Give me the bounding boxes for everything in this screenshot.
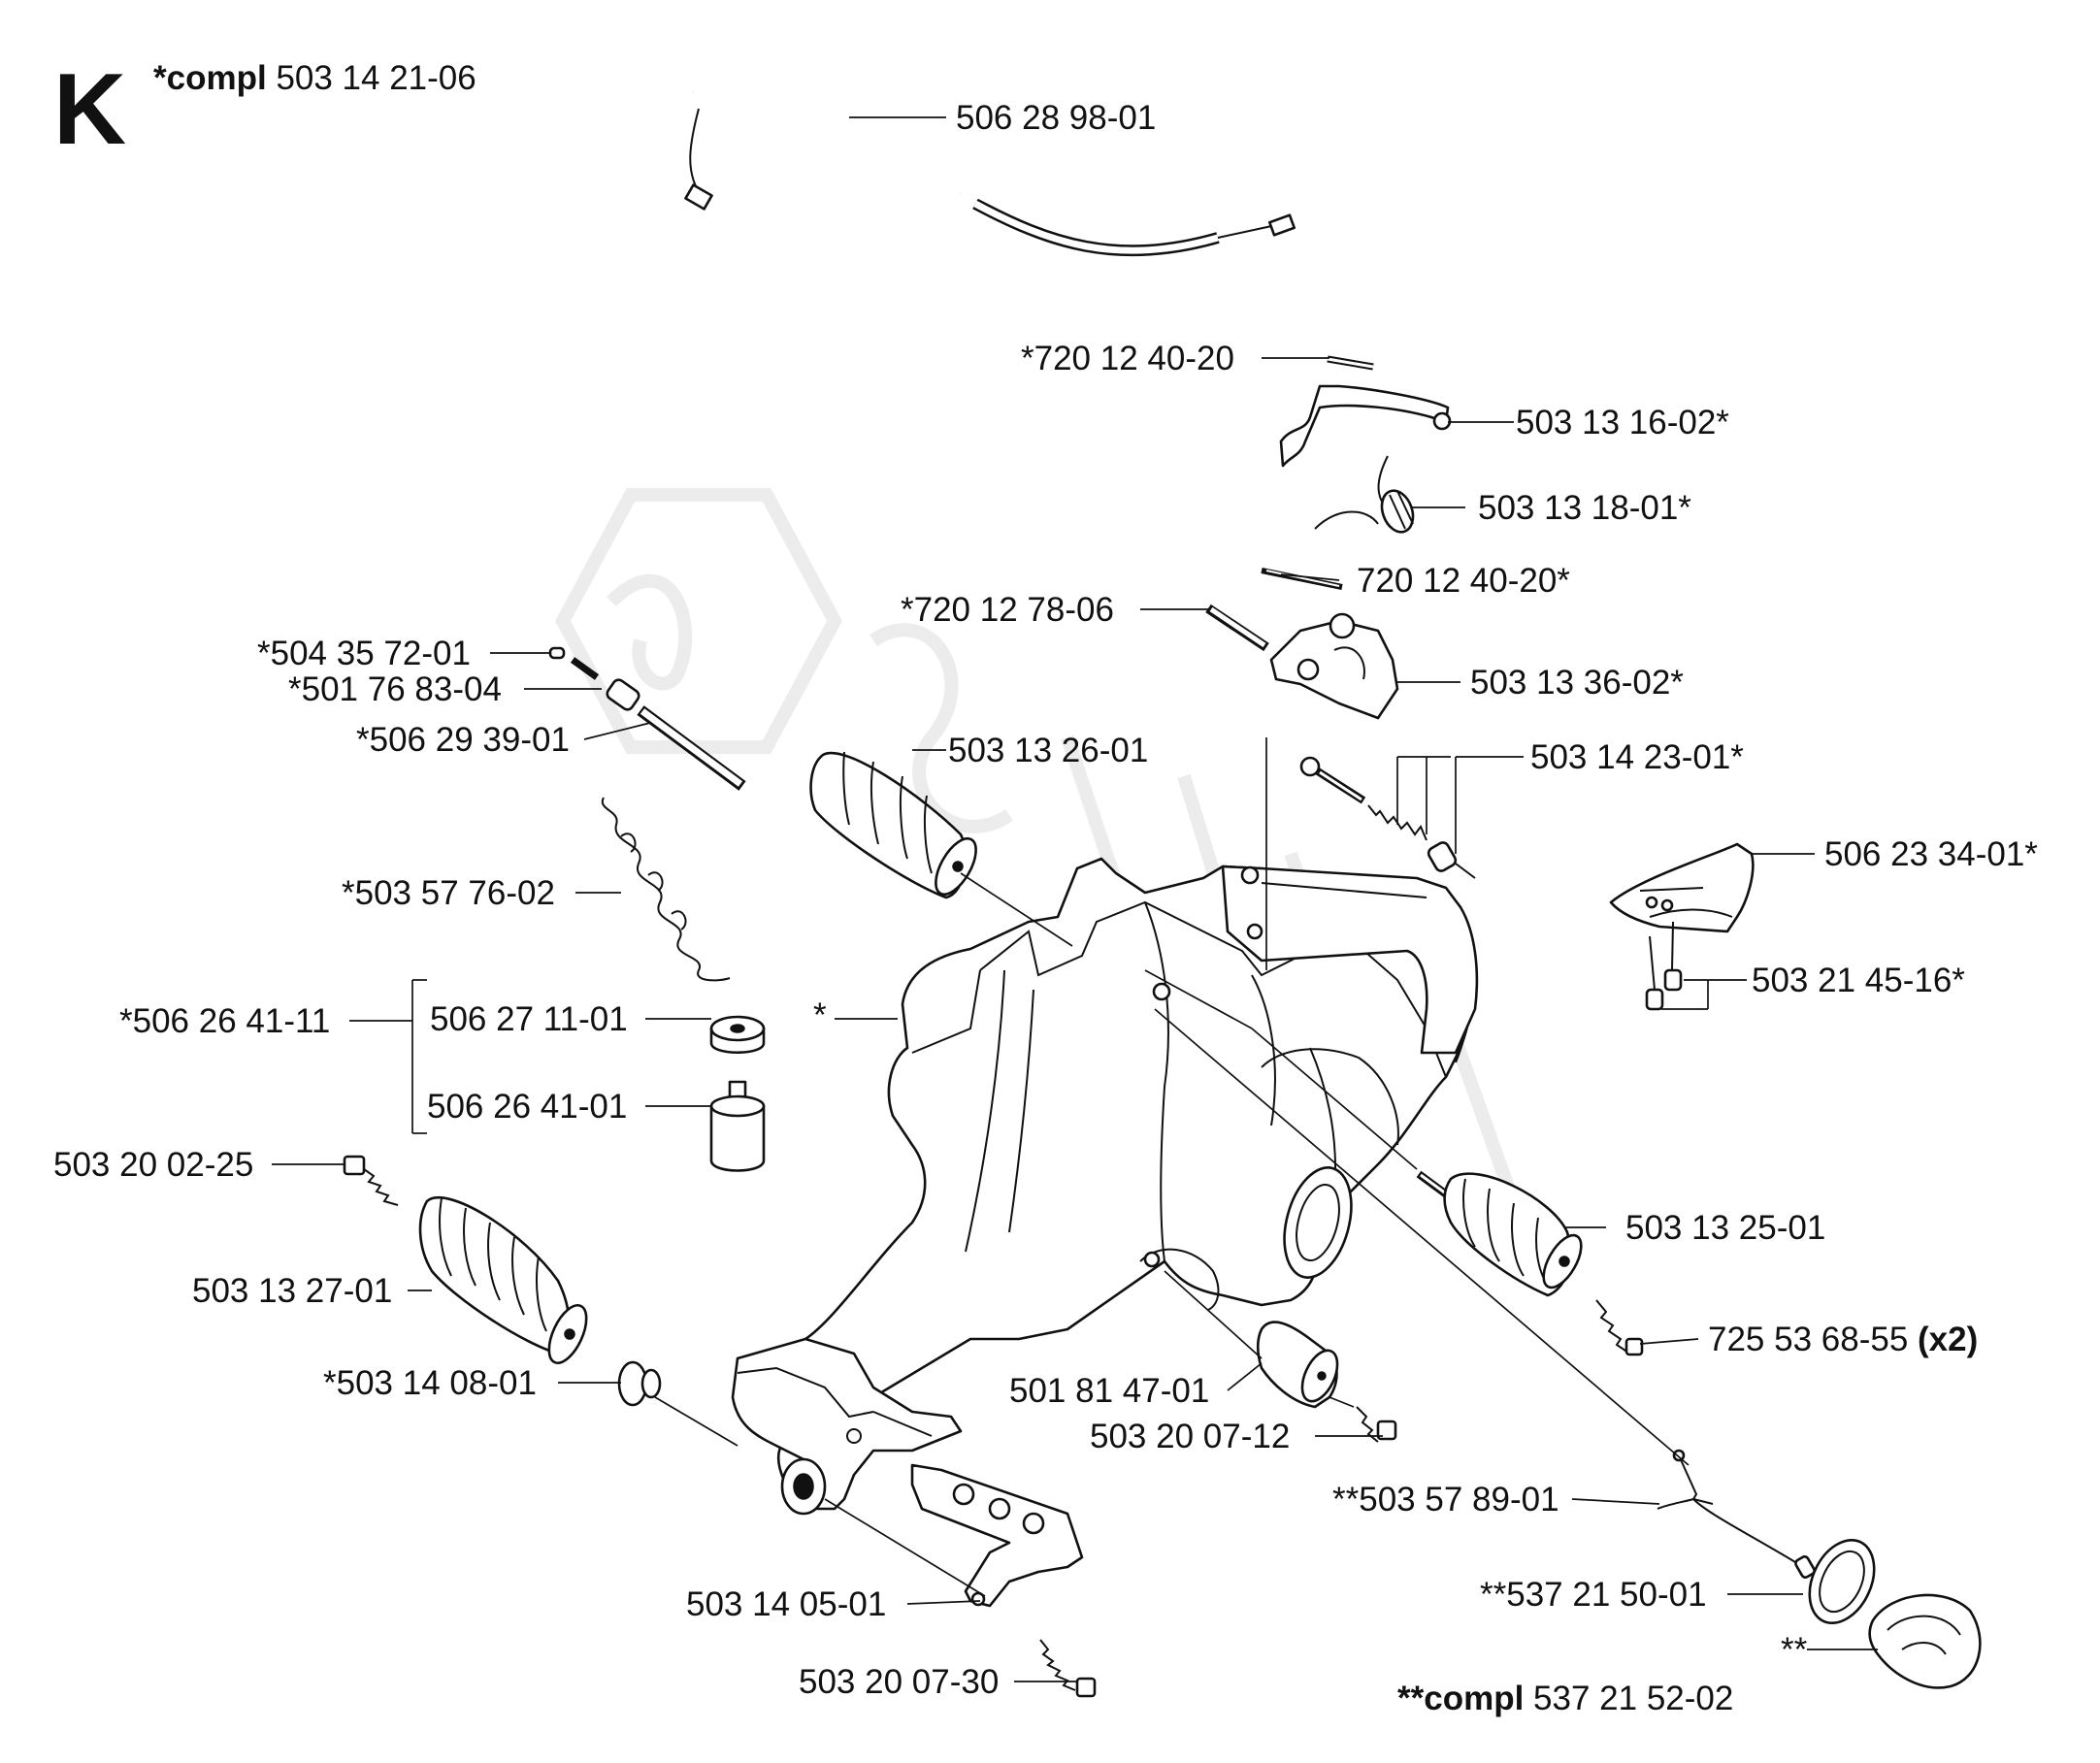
part-label: 503 21 45-16* [1752, 962, 1965, 999]
svg-text:725 53 68-55 (x2): 725 53 68-55 (x2) [1708, 1321, 1978, 1358]
part-label: 725 53 68-55 [1708, 1321, 1908, 1358]
leader-lines [272, 116, 1878, 1682]
part-label: **537 21 50-01 [1480, 1576, 1707, 1614]
av-buffer-top [809, 751, 977, 899]
pin-group-left [548, 646, 746, 791]
part-label: 720 12 40-20* [1357, 562, 1570, 600]
part-label: *506 29 39-01 [356, 721, 570, 759]
gasket-ring [1808, 1538, 1876, 1625]
throttle-lock-lever [1279, 384, 1452, 468]
spring-screw-group [1299, 756, 1476, 879]
filter-body [709, 1080, 766, 1172]
rear-support-plate [910, 1463, 1084, 1608]
part-label: * [813, 996, 827, 1034]
part-label: *720 12 40-20 [1021, 340, 1234, 377]
part-label: **503 57 89-01 [1332, 1481, 1559, 1518]
part-label: *720 12 78-06 [901, 591, 1114, 629]
part-label: *504 35 72-01 [257, 635, 471, 672]
footer-compl-prefix: **compl [1397, 1680, 1524, 1717]
part-label: *503 14 08-01 [323, 1364, 537, 1402]
part-label: 506 23 34-01* [1824, 835, 2038, 873]
part-label: ** [1781, 1631, 1808, 1669]
screw-small [1356, 1406, 1397, 1443]
wire-spring [601, 797, 731, 982]
part-label: 503 13 25-01 [1625, 1209, 1825, 1247]
part-label: *503 57 76-02 [342, 874, 555, 912]
throttle-cable [684, 83, 1296, 257]
svg-text:*compl 503 14 21-06: *compl 503 14 21-06 [153, 59, 476, 97]
part-label: 501 81 47-01 [1009, 1372, 1209, 1410]
tank-housing [731, 857, 1479, 1516]
filter-cap [709, 1015, 766, 1054]
part-label: 503 14 23-01* [1530, 738, 1744, 776]
part-label: 506 26 41-01 [427, 1088, 627, 1126]
filler-cap [1868, 1593, 1982, 1689]
part-labels: 506 28 98-01 *720 12 40-20 503 13 16-02*… [53, 99, 2038, 1701]
part-label: 503 13 16-02* [1516, 404, 1729, 441]
part-label: 503 13 18-01* [1478, 489, 1691, 527]
quantity-note: (x2) [1918, 1321, 1978, 1358]
bolt-bottom [1039, 1639, 1097, 1698]
section-letter: K [53, 53, 126, 166]
part-label: 503 20 07-12 [1090, 1418, 1290, 1455]
av-buffer-right [1416, 1170, 1583, 1297]
throttle-trigger [1205, 568, 1399, 720]
cutout-shield [1609, 842, 1755, 933]
damper [1256, 1321, 1339, 1409]
av-buffer-left [418, 1195, 588, 1364]
part-label: *501 76 83-04 [288, 670, 502, 708]
screw-left [343, 1155, 399, 1206]
footer-compl-number: 537 21 52-02 [1533, 1680, 1733, 1717]
lever-spring [1314, 455, 1415, 534]
part-label: 503 13 36-02* [1470, 664, 1684, 702]
part-label: 506 27 11-01 [430, 1000, 628, 1038]
compl-number: 503 14 21-06 [276, 59, 476, 97]
part-label: 503 20 07-30 [799, 1663, 999, 1701]
part-label: 503 13 26-01 [948, 732, 1148, 769]
fuel-hose [1657, 1449, 1816, 1579]
part-label: *506 26 41-11 [119, 1002, 330, 1040]
lever-pin-top [1327, 355, 1374, 371]
part-label: 503 20 02-25 [53, 1146, 253, 1184]
washer [617, 1360, 662, 1407]
svg-text:**compl 537 21 52-02: **compl 537 21 52-02 [1397, 1680, 1733, 1717]
compl-prefix: *compl [153, 59, 267, 97]
shield-screws [1645, 921, 1683, 1011]
part-label: 503 13 27-01 [192, 1272, 392, 1310]
part-label: 503 14 05-01 [686, 1585, 886, 1623]
part-label: 506 28 98-01 [956, 99, 1156, 137]
bolt-x2 [1595, 1299, 1644, 1356]
